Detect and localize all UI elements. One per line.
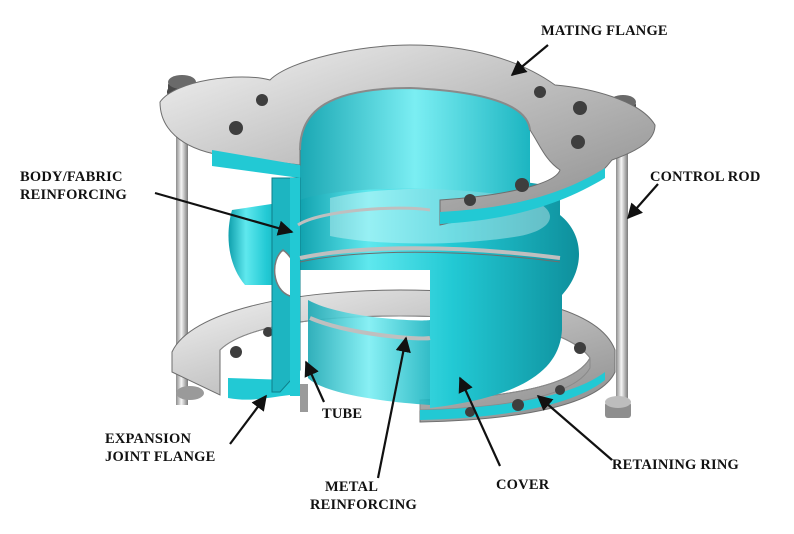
arrow-mating-flange (510, 44, 549, 76)
label-metal-line2: REINFORCING (310, 497, 417, 513)
leader-arrows (154, 44, 659, 479)
label-body-fabric-line2: REINFORCING (20, 187, 127, 203)
arrow-body-fabric (154, 191, 294, 236)
label-control-rod: CONTROL ROD (650, 169, 761, 185)
label-expansion-line2: JOINT FLANGE (105, 449, 216, 465)
arrow-control-rod (626, 183, 659, 220)
label-cover: COVER (496, 477, 550, 493)
arrow-retaining-ring (536, 394, 613, 461)
arrow-expansion-flange (229, 394, 267, 445)
label-body-fabric-line1: BODY/FABRIC (20, 169, 123, 185)
arrow-metal-reinforcing (376, 336, 411, 479)
metal-reinforcing-rings (297, 206, 561, 341)
arrow-tube (304, 360, 326, 403)
label-tube: TUBE (322, 406, 363, 422)
label-expansion-line1: EXPANSION (105, 431, 192, 447)
arrow-cover (458, 376, 502, 467)
label-metal-line1: METAL (325, 479, 379, 495)
top-flange (159, 44, 656, 226)
label-retaining-ring: RETAINING RING (612, 457, 740, 473)
label-mating-flange: MATING FLANGE (541, 23, 668, 39)
